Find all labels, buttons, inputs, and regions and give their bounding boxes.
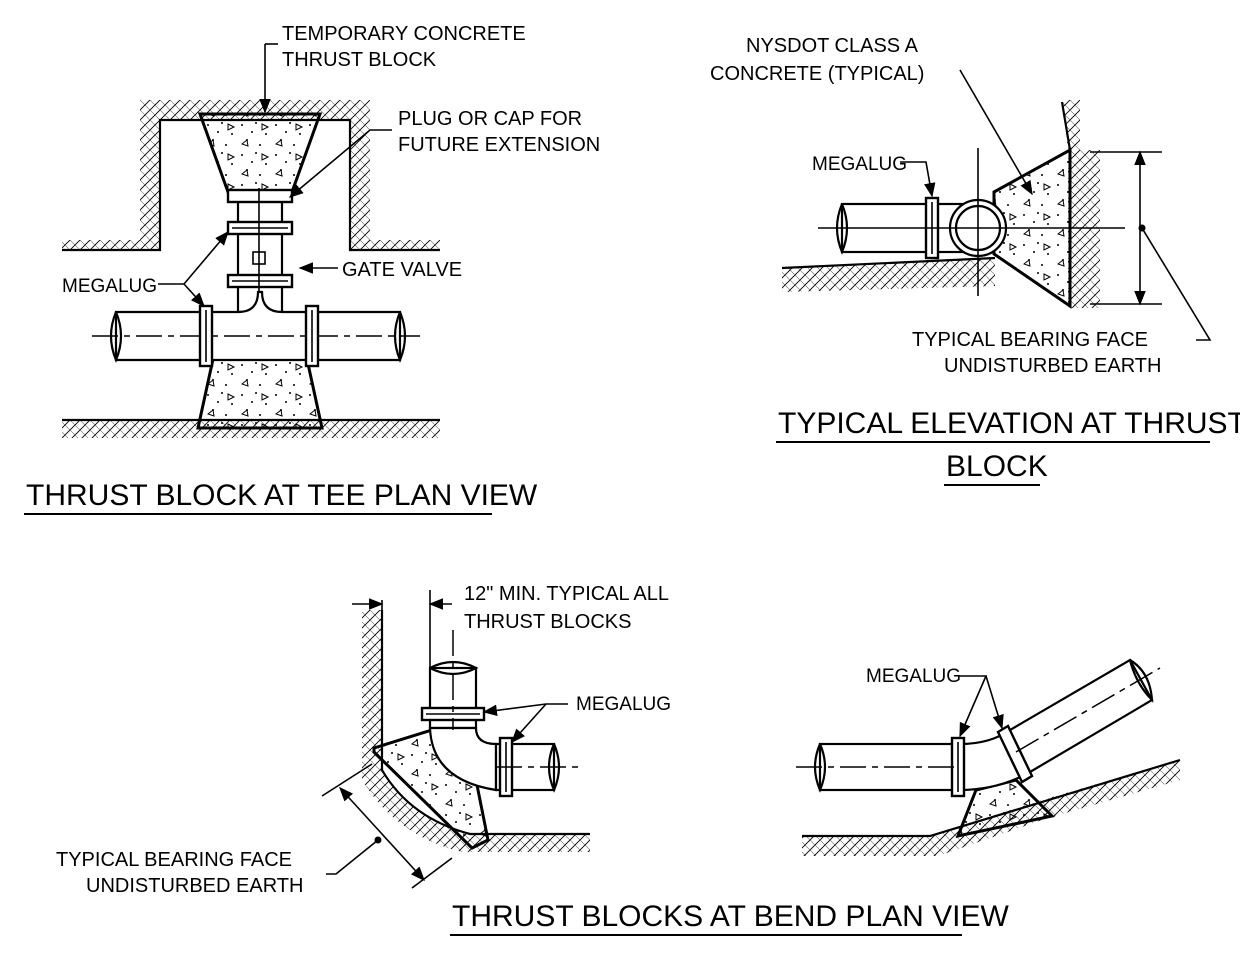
elevation-view: NYSDOT CLASS A CONCRETE (TYPICAL) MEGALU… bbox=[710, 35, 1240, 486]
label-plug-line2: FUTURE EXTENSION bbox=[398, 134, 600, 156]
label-elevation-bearing-line2: UNDISTURBED EARTH bbox=[944, 355, 1161, 377]
bend-right-earth-hatch bbox=[802, 760, 1180, 856]
elevation-title-line1: TYPICAL ELEVATION AT THRUST bbox=[778, 407, 1240, 440]
tee-plan-title: THRUST BLOCK AT TEE PLAN VIEW bbox=[26, 479, 538, 512]
tee-temporary-thrust-block bbox=[197, 112, 323, 194]
bend-plan-title: THRUST BLOCKS AT BEND PLAN VIEW bbox=[452, 900, 1009, 933]
label-elevation-megalug: MEGALUG bbox=[812, 154, 907, 175]
label-bend-bearing-line1: TYPICAL BEARING FACE bbox=[56, 849, 292, 871]
label-concrete-line2: CONCRETE (TYPICAL) bbox=[710, 63, 924, 85]
label-plug-line1: PLUG OR CAP FOR bbox=[398, 108, 582, 130]
label-temporary-block-line1: TEMPORARY CONCRETE bbox=[282, 23, 526, 45]
label-min-line2: THRUST BLOCKS bbox=[464, 611, 631, 633]
label-elevation-bearing-line1: TYPICAL BEARING FACE bbox=[912, 329, 1148, 351]
bend-plan-left: 12" MIN. TYPICAL ALL THRUST BLOCKS MEGAL… bbox=[56, 583, 671, 897]
tee-plug-collar bbox=[226, 188, 294, 204]
bend-right-megalug-right bbox=[996, 724, 1034, 784]
label-tee-megalug: MEGALUG bbox=[62, 276, 157, 297]
bend-plan-right: MEGALUG THRUST BLOCKS AT BEND PLAN VIEW bbox=[450, 658, 1181, 936]
bend-right-angled-pipe bbox=[958, 658, 1154, 792]
tee-plan-view: TEMPORARY CONCRETE THRUST BLOCK PLUG OR … bbox=[24, 23, 600, 515]
tee-earth-hatch bbox=[62, 100, 440, 250]
label-concrete-line1: NYSDOT CLASS A bbox=[746, 35, 919, 57]
tee-bottom-thrust-block bbox=[196, 348, 324, 430]
tee-main-pipe-right-end bbox=[393, 311, 407, 363]
label-min-line1: 12" MIN. TYPICAL ALL bbox=[464, 583, 669, 605]
label-temporary-block-line2: THRUST BLOCK bbox=[282, 49, 437, 71]
label-bend-bearing-line2: UNDISTURBED EARTH bbox=[86, 875, 303, 897]
elevation-title-line2: BLOCK bbox=[946, 450, 1048, 483]
label-bend-megalug-right: MEGALUG bbox=[866, 666, 961, 687]
tee-main-pipe bbox=[114, 290, 402, 362]
tee-main-pipe-left-end bbox=[109, 311, 123, 363]
label-gate-valve: GATE VALVE bbox=[342, 259, 462, 281]
label-bend-megalug-left: MEGALUG bbox=[576, 694, 671, 715]
